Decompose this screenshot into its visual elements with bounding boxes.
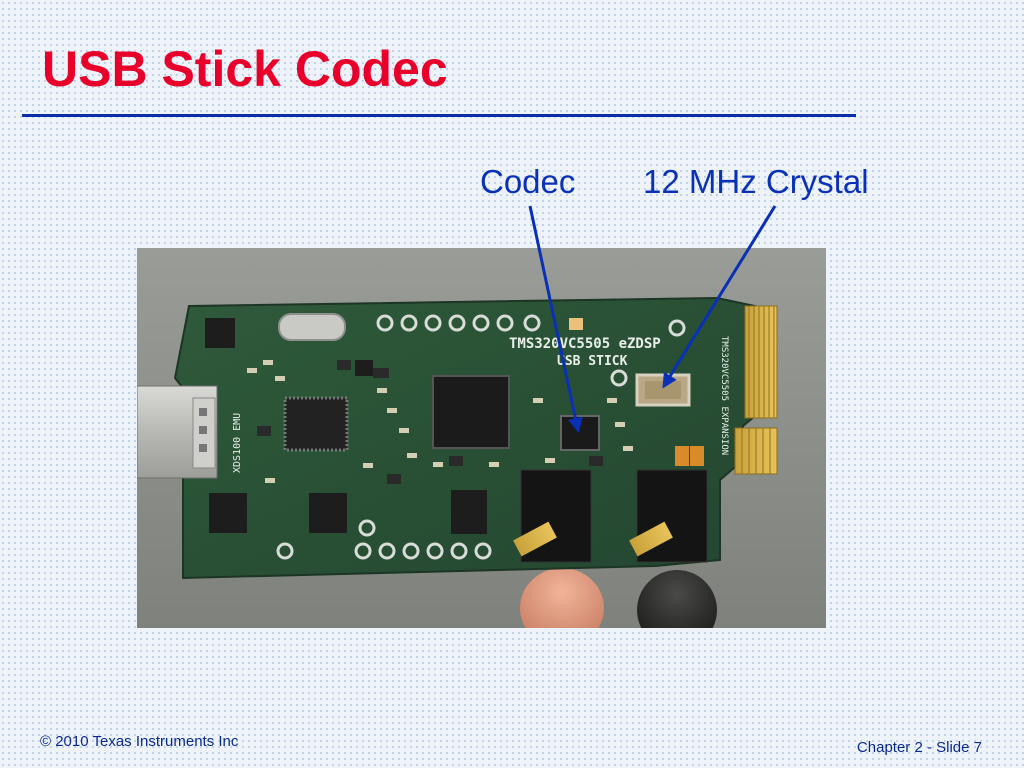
codec-chip	[560, 415, 600, 451]
silkscreen-usb-stick: USB STICK	[557, 354, 628, 369]
silkscreen-expansion: TMS320VC5505 EXPANSION	[719, 336, 729, 455]
dsp-chip	[432, 375, 510, 449]
title-underline	[22, 114, 856, 117]
crystal-callout-label: 12 MHz Crystal	[643, 163, 869, 200]
board-illustration: TMS320VC5505 eZDSP USB STICK TMS320VC550…	[137, 248, 826, 628]
silkscreen-brand: TMS320VC5505 eZDSP	[509, 336, 661, 352]
slide-number-footer: Chapter 2 - Slide 7	[856, 739, 982, 756]
emulation-chip	[283, 396, 349, 452]
slide-title: USB Stick Codec	[42, 41, 448, 97]
codec-callout-label: Codec	[480, 163, 576, 200]
copyright-footer: © 2010 Texas Instruments Inc	[40, 733, 239, 750]
silkscreen-emu: XDS100 EMU	[232, 413, 243, 473]
usb-stick-board-photo: TMS320VC5505 eZDSP USB STICK TMS320VC550…	[137, 248, 826, 628]
